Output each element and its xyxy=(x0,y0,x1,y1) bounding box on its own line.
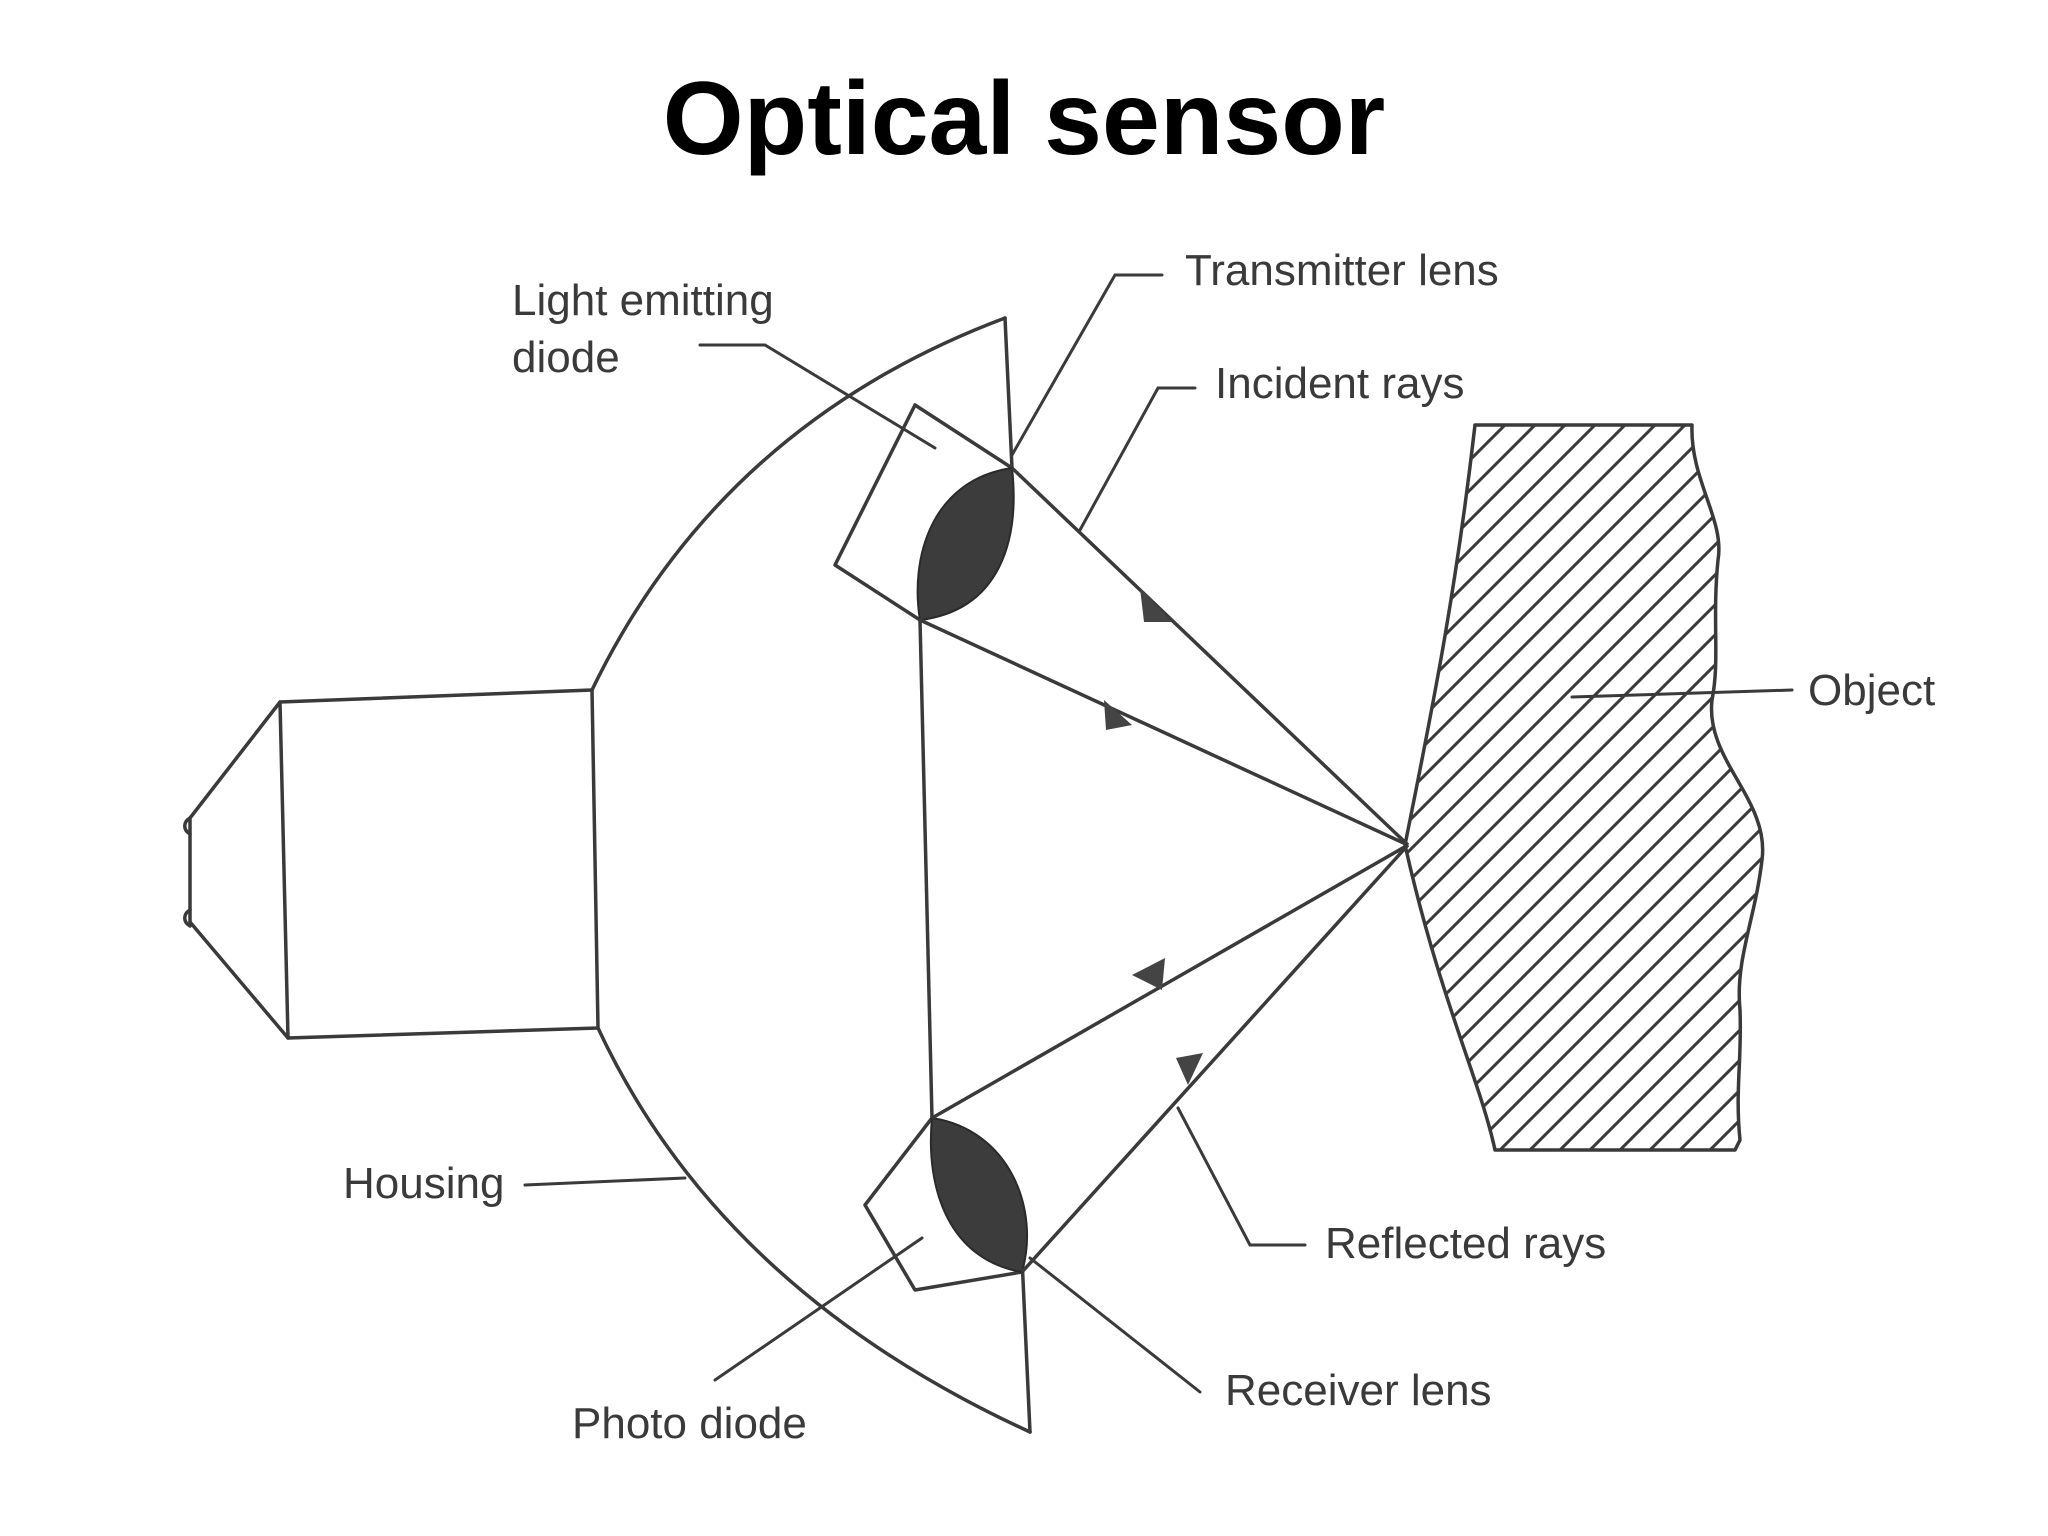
incident-ray-upper xyxy=(1010,466,1410,847)
hatch-line xyxy=(1478,425,1763,1150)
hatch-line xyxy=(1405,425,1742,1150)
hatch-line xyxy=(1405,425,1763,1150)
reflected-ray-upper xyxy=(931,843,1409,1120)
reflected-rays xyxy=(931,843,1410,1274)
hatch-line xyxy=(1628,425,1763,1150)
lens-link-line xyxy=(918,618,934,1120)
label-incident-rays: Incident rays xyxy=(1215,359,1464,408)
leader-transmitter-lens xyxy=(1010,273,1164,457)
label-transmitter-lens: Transmitter lens xyxy=(1185,246,1499,295)
led-top-edge xyxy=(913,403,1014,470)
hatch-line xyxy=(1405,425,1652,1150)
hatch-line xyxy=(1448,425,1763,1150)
label-reflected-rays: Reflected rays xyxy=(1325,1219,1606,1268)
incident-ray-lower xyxy=(919,618,1409,847)
hatch-line xyxy=(1810,400,2048,1200)
housing-front-lower xyxy=(1020,1256,1032,1434)
hatch-line xyxy=(1405,425,1763,1150)
hatch-line xyxy=(1405,425,1763,1150)
hatch-line xyxy=(1405,425,1763,1150)
hatch-line xyxy=(1405,425,1763,1150)
reflected-ray-lower xyxy=(1020,843,1410,1274)
hatch-line xyxy=(1405,425,1622,1150)
hatch-line xyxy=(1870,400,2048,1200)
light-emitting-diode xyxy=(833,403,922,622)
incident-arrow-lower xyxy=(1104,700,1132,730)
hatch-line xyxy=(1405,425,1763,1150)
hatch-line xyxy=(1405,425,1763,1150)
housing-cap xyxy=(278,688,600,1040)
hatch-line xyxy=(1405,425,1763,1150)
hatch-line xyxy=(1598,425,1763,1150)
hatch-line xyxy=(1718,425,1763,1150)
object-hatching xyxy=(1405,400,2048,1200)
object xyxy=(1403,400,2048,1200)
label-light-emitting-diode-1: Light emitting xyxy=(512,276,774,325)
hatch-line xyxy=(2020,400,2048,1200)
incident-arrow-upper xyxy=(1140,588,1172,622)
hatch-line xyxy=(1780,400,2048,1200)
hatch-line xyxy=(1688,425,1763,1150)
object-outline xyxy=(1403,423,1765,1152)
leader-housing xyxy=(523,1176,687,1187)
hatch-line xyxy=(1405,425,1532,1150)
housing-bulb-upper xyxy=(590,316,1007,692)
hatch-line xyxy=(1990,400,2048,1200)
hatch-line xyxy=(1900,400,2048,1200)
leader-receiver-lens xyxy=(1028,1256,1202,1394)
hatch-line xyxy=(1405,425,1502,1150)
hatch-line xyxy=(1538,425,1763,1150)
hatch-line xyxy=(1840,400,2048,1200)
hatch-line xyxy=(1405,425,1763,1150)
leader-incident-rays xyxy=(1078,386,1197,532)
photo-diode xyxy=(863,1116,1024,1292)
reflected-arrow-lower xyxy=(1176,1053,1203,1085)
leader-reflected-rays xyxy=(1176,1106,1307,1247)
housing xyxy=(183,316,1032,1434)
page-title: Optical sensor xyxy=(662,61,1386,177)
hatch-line xyxy=(1405,425,1712,1150)
housing-bulb-lower xyxy=(596,1026,1032,1434)
incident-rays xyxy=(919,466,1410,847)
transmitter-lens xyxy=(916,466,1015,622)
hatch-line xyxy=(1568,425,1763,1150)
label-photo-diode: Photo diode xyxy=(572,1399,807,1448)
housing-tip-notch xyxy=(183,816,192,928)
leader-object xyxy=(1570,688,1794,699)
hatch-line xyxy=(1418,425,1763,1150)
hatch-line xyxy=(1405,425,1682,1150)
hatch-line xyxy=(1748,425,1763,1150)
leader-led xyxy=(698,343,937,450)
hatch-line xyxy=(1405,425,1763,1150)
hatch-line xyxy=(1508,425,1763,1150)
label-receiver-lens: Receiver lens xyxy=(1225,1366,1492,1415)
label-light-emitting-diode-2: diode xyxy=(512,333,620,382)
housing-tip xyxy=(188,700,290,1040)
receiver-lens xyxy=(929,1116,1029,1274)
hatch-line xyxy=(1960,400,2048,1200)
label-object: Object xyxy=(1808,666,1935,715)
label-housing: Housing xyxy=(343,1159,504,1208)
reflected-arrow-upper xyxy=(1132,958,1165,990)
leader-photo-diode xyxy=(713,1236,924,1382)
hatch-line xyxy=(1405,425,1763,1150)
hatch-line xyxy=(1405,425,1562,1150)
hatch-line xyxy=(1930,400,2048,1200)
housing-front-upper xyxy=(1003,316,1014,470)
hatch-line xyxy=(1405,425,1763,1150)
